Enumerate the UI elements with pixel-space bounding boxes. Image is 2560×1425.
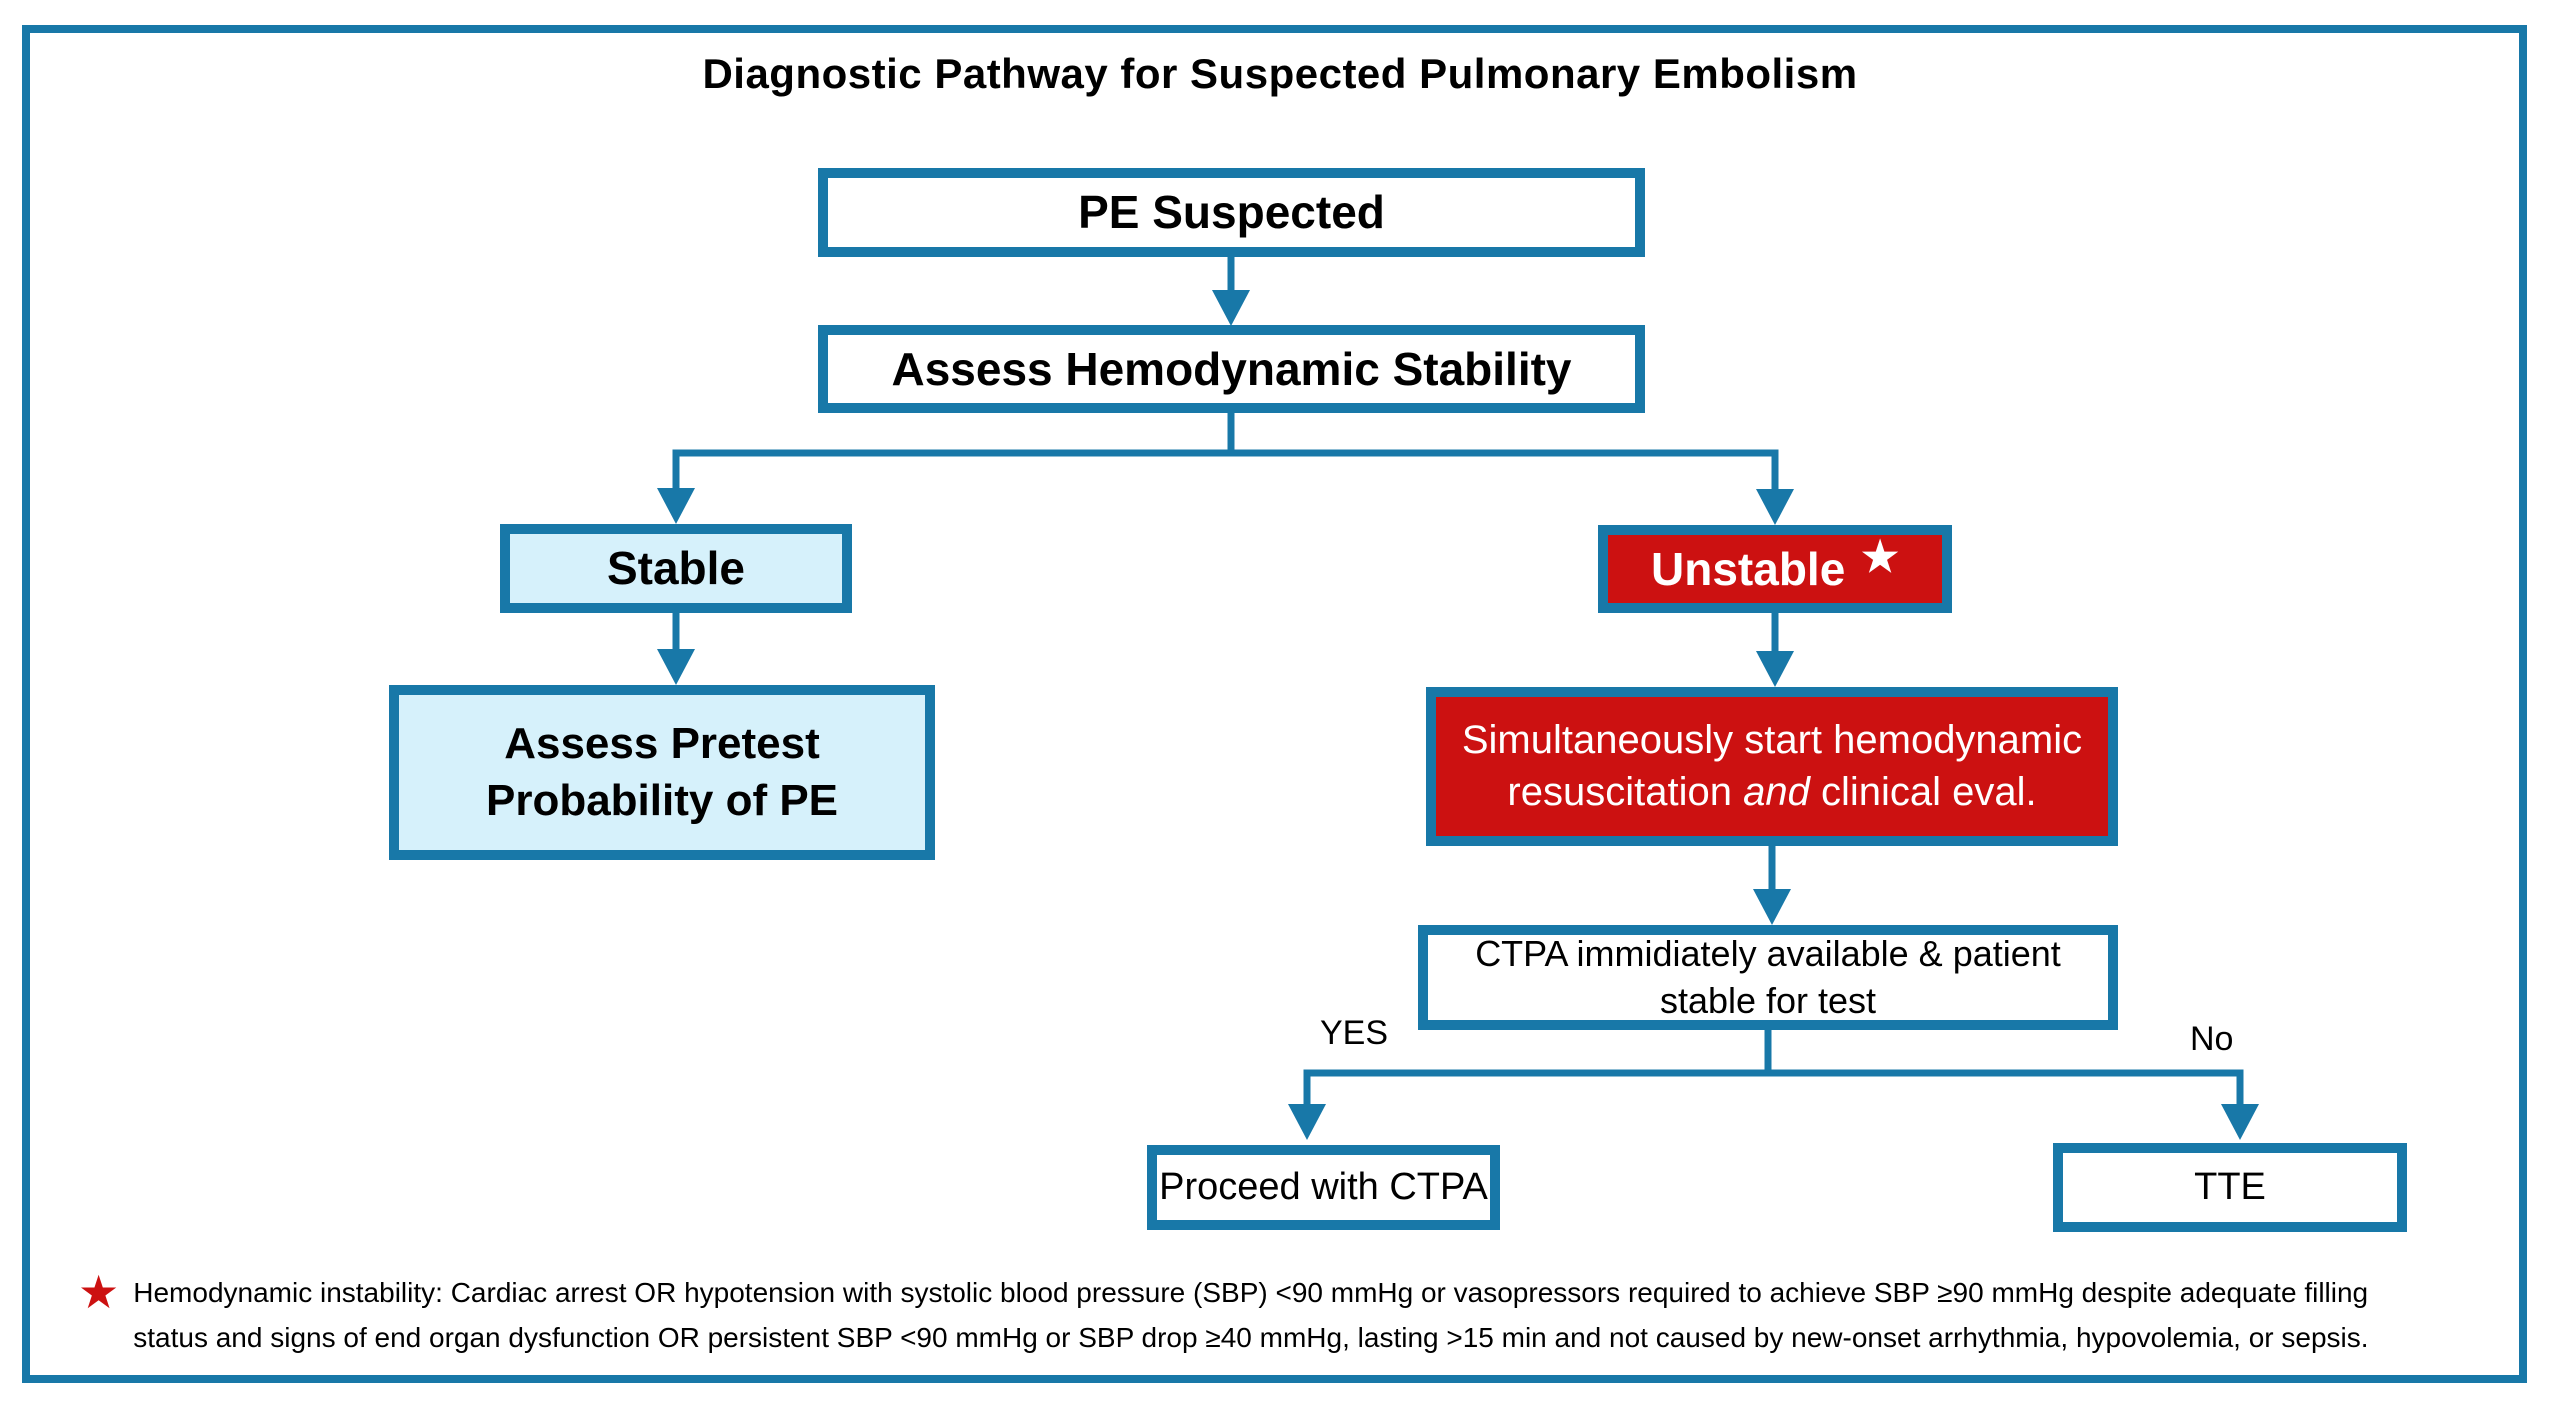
node-resuscitation: Simultaneously start hemodynamic resusci… bbox=[1426, 687, 2118, 846]
node-pe-suspected: PE Suspected bbox=[818, 168, 1645, 257]
node-pretest-line1: Assess Pretest bbox=[504, 719, 820, 769]
node-pretest-line2: Probability of PE bbox=[485, 775, 839, 825]
node-assess-pretest-probability: Assess Pretest Probability of PE bbox=[389, 685, 935, 860]
node-stable: Stable bbox=[500, 524, 852, 613]
page-title: Diagnostic Pathway for Suspected Pulmona… bbox=[702, 50, 1858, 97]
edge-label-yes: YES bbox=[1320, 1014, 1389, 1052]
footnote: ★ Hemodynamic instability: Cardiac arres… bbox=[78, 1266, 2478, 1360]
node-ctpa-line1: CTPA immidiately available & patient bbox=[1475, 933, 2061, 975]
node-assess-hemodynamic-stability: Assess Hemodynamic Stability bbox=[818, 325, 1645, 413]
node-proceed-with-ctpa: Proceed with CTPA bbox=[1147, 1145, 1500, 1230]
node-tte: TTE bbox=[2053, 1143, 2407, 1232]
node-resus-line1: Simultaneously start hemodynamic bbox=[1461, 718, 2083, 763]
node-assess-stability-label: Assess Hemodynamic Stability bbox=[891, 342, 1572, 395]
node-proceed-label: Proceed with CTPA bbox=[1159, 1166, 1488, 1209]
node-resus-line2: resuscitation and clinical eval. bbox=[1507, 769, 2037, 814]
node-ctpa-line2: stable for test bbox=[1659, 979, 1877, 1021]
outer-frame bbox=[22, 25, 2527, 1383]
node-stable-label: Stable bbox=[606, 542, 746, 595]
node-unstable: Unstable★ bbox=[1598, 525, 1952, 613]
node-unstable-label: Unstable★ bbox=[1651, 532, 1899, 595]
footnote-line1: Hemodynamic instability: Cardiac arrest … bbox=[133, 1277, 2369, 1308]
footnote-star-icon: ★ bbox=[78, 1266, 120, 1318]
node-ctpa-available: CTPA immidiately available & patient sta… bbox=[1418, 925, 2118, 1030]
footnote-line2: status and signs of end organ dysfunctio… bbox=[133, 1322, 2369, 1353]
footnote-text: Hemodynamic instability: Cardiac arrest … bbox=[133, 1270, 2368, 1360]
node-tte-label: TTE bbox=[2194, 1166, 2266, 1209]
edge-label-no: No bbox=[2190, 1020, 2234, 1058]
node-pe-suspected-label: PE Suspected bbox=[1078, 186, 1385, 239]
italic-and: and bbox=[1743, 769, 1810, 814]
